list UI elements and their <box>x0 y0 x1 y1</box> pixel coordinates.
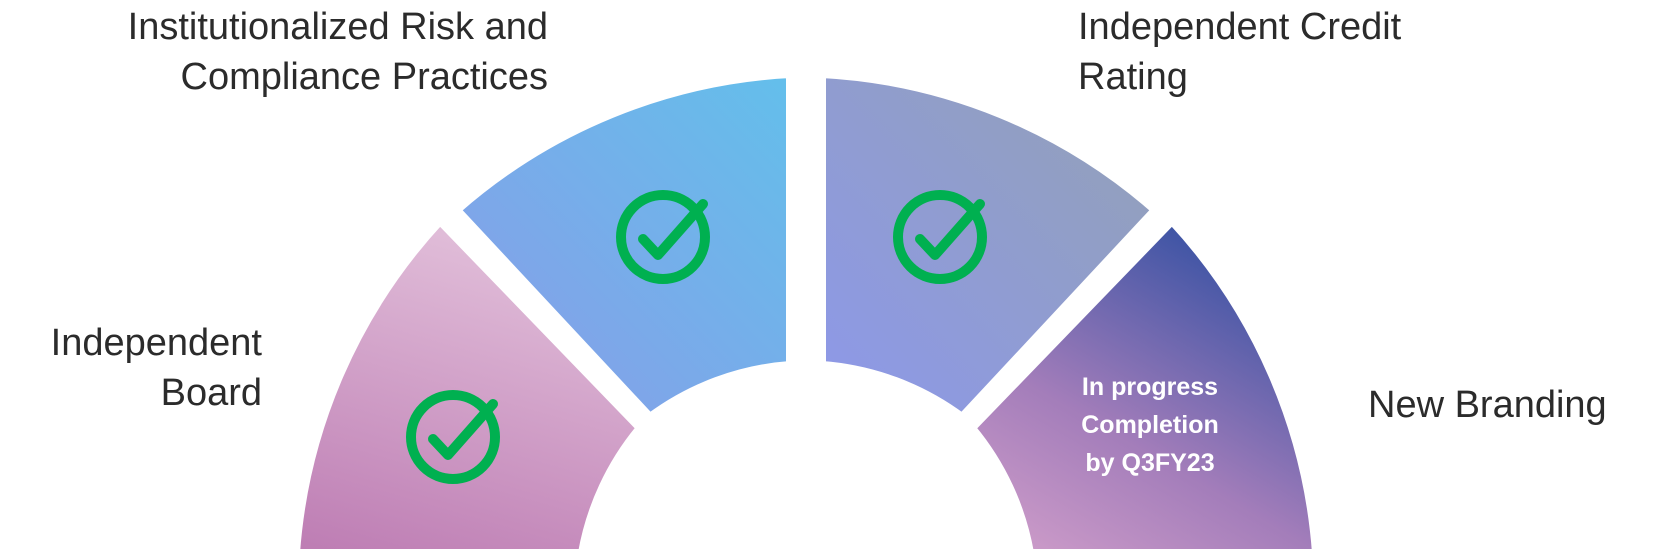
segment-independent-board <box>292 217 644 557</box>
label-line: Institutionalized Risk and <box>127 6 548 48</box>
status-line: Completion <box>1081 411 1219 439</box>
status-line: In progress <box>1081 373 1219 401</box>
check-circle-icon <box>406 390 500 484</box>
label-line: Independent Credit <box>1078 6 1402 48</box>
label-line: Compliance Practices <box>180 56 548 98</box>
label-line: Rating <box>1078 56 1188 98</box>
segment-new-branding <box>968 217 1320 557</box>
label-line: Board <box>160 372 262 414</box>
label-new-branding: New Branding <box>1368 380 1656 430</box>
label-line: New Branding <box>1368 384 1607 426</box>
label-independent-board: Independent Board <box>0 318 262 418</box>
branding-status-text: In progress Completion by Q3FY23 <box>1040 368 1260 482</box>
label-credit-rating: Independent Credit Rating <box>1078 2 1558 102</box>
status-line: by Q3FY23 <box>1085 449 1215 477</box>
label-line: Independent <box>50 322 262 364</box>
check-circle-icon <box>616 190 710 284</box>
segment-credit-rating <box>818 70 1159 421</box>
label-risk-compliance: Institutionalized Risk and Compliance Pr… <box>40 2 548 102</box>
check-circle-icon <box>893 190 987 284</box>
